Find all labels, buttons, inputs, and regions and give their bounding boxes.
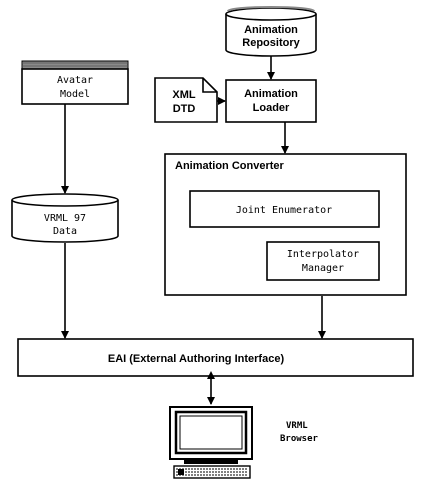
animation-repository-label-line1: Animation — [244, 24, 298, 36]
vrml-97-data-node: VRML 97 Data — [11, 193, 119, 243]
xml-dtd-label-line1: XML — [172, 89, 196, 101]
animation-loader-label-line1: Animation — [244, 88, 298, 100]
avatar-model-label-line1: Avatar — [57, 75, 93, 86]
vrml-browser-label-line1: VRML — [286, 421, 308, 431]
interpolator-manager-label-line1: Interpolator — [287, 249, 359, 260]
vrml-browser-node: VRML Browser — [169, 406, 319, 479]
joint-enumerator-label: Joint Enumerator — [236, 205, 332, 216]
animation-loader-node: Animation Loader — [225, 79, 317, 123]
vrml-data-label-line1: VRML 97 — [44, 213, 86, 224]
interpolator-manager-node: Interpolator Manager — [266, 241, 380, 281]
connectors — [61, 56, 326, 405]
animation-converter-label: Animation Converter — [175, 160, 285, 172]
interpolator-manager-label-line2: Manager — [302, 263, 344, 274]
xml-dtd-label-line2: DTD — [173, 103, 196, 115]
avatar-model-label-line2: Model — [60, 89, 90, 100]
vrml-browser-label-line2: Browser — [280, 434, 319, 444]
vrml-data-label-line2: Data — [53, 226, 77, 237]
animation-loader-label-line2: Loader — [253, 102, 290, 114]
keyboard-icon — [173, 465, 251, 479]
joint-enumerator-node: Joint Enumerator — [189, 190, 380, 228]
eai-node: EAI (External Authoring Interface) — [17, 338, 414, 377]
xml-dtd-document: XML DTD — [154, 77, 218, 123]
animation-repository-label-line2: Repository — [242, 37, 300, 49]
computer-monitor-icon — [169, 406, 253, 464]
eai-label: EAI (External Authoring Interface) — [108, 353, 285, 365]
avatar-model-node: Avatar Model — [21, 60, 129, 105]
animation-repository-node: Animation Repository — [225, 6, 317, 57]
